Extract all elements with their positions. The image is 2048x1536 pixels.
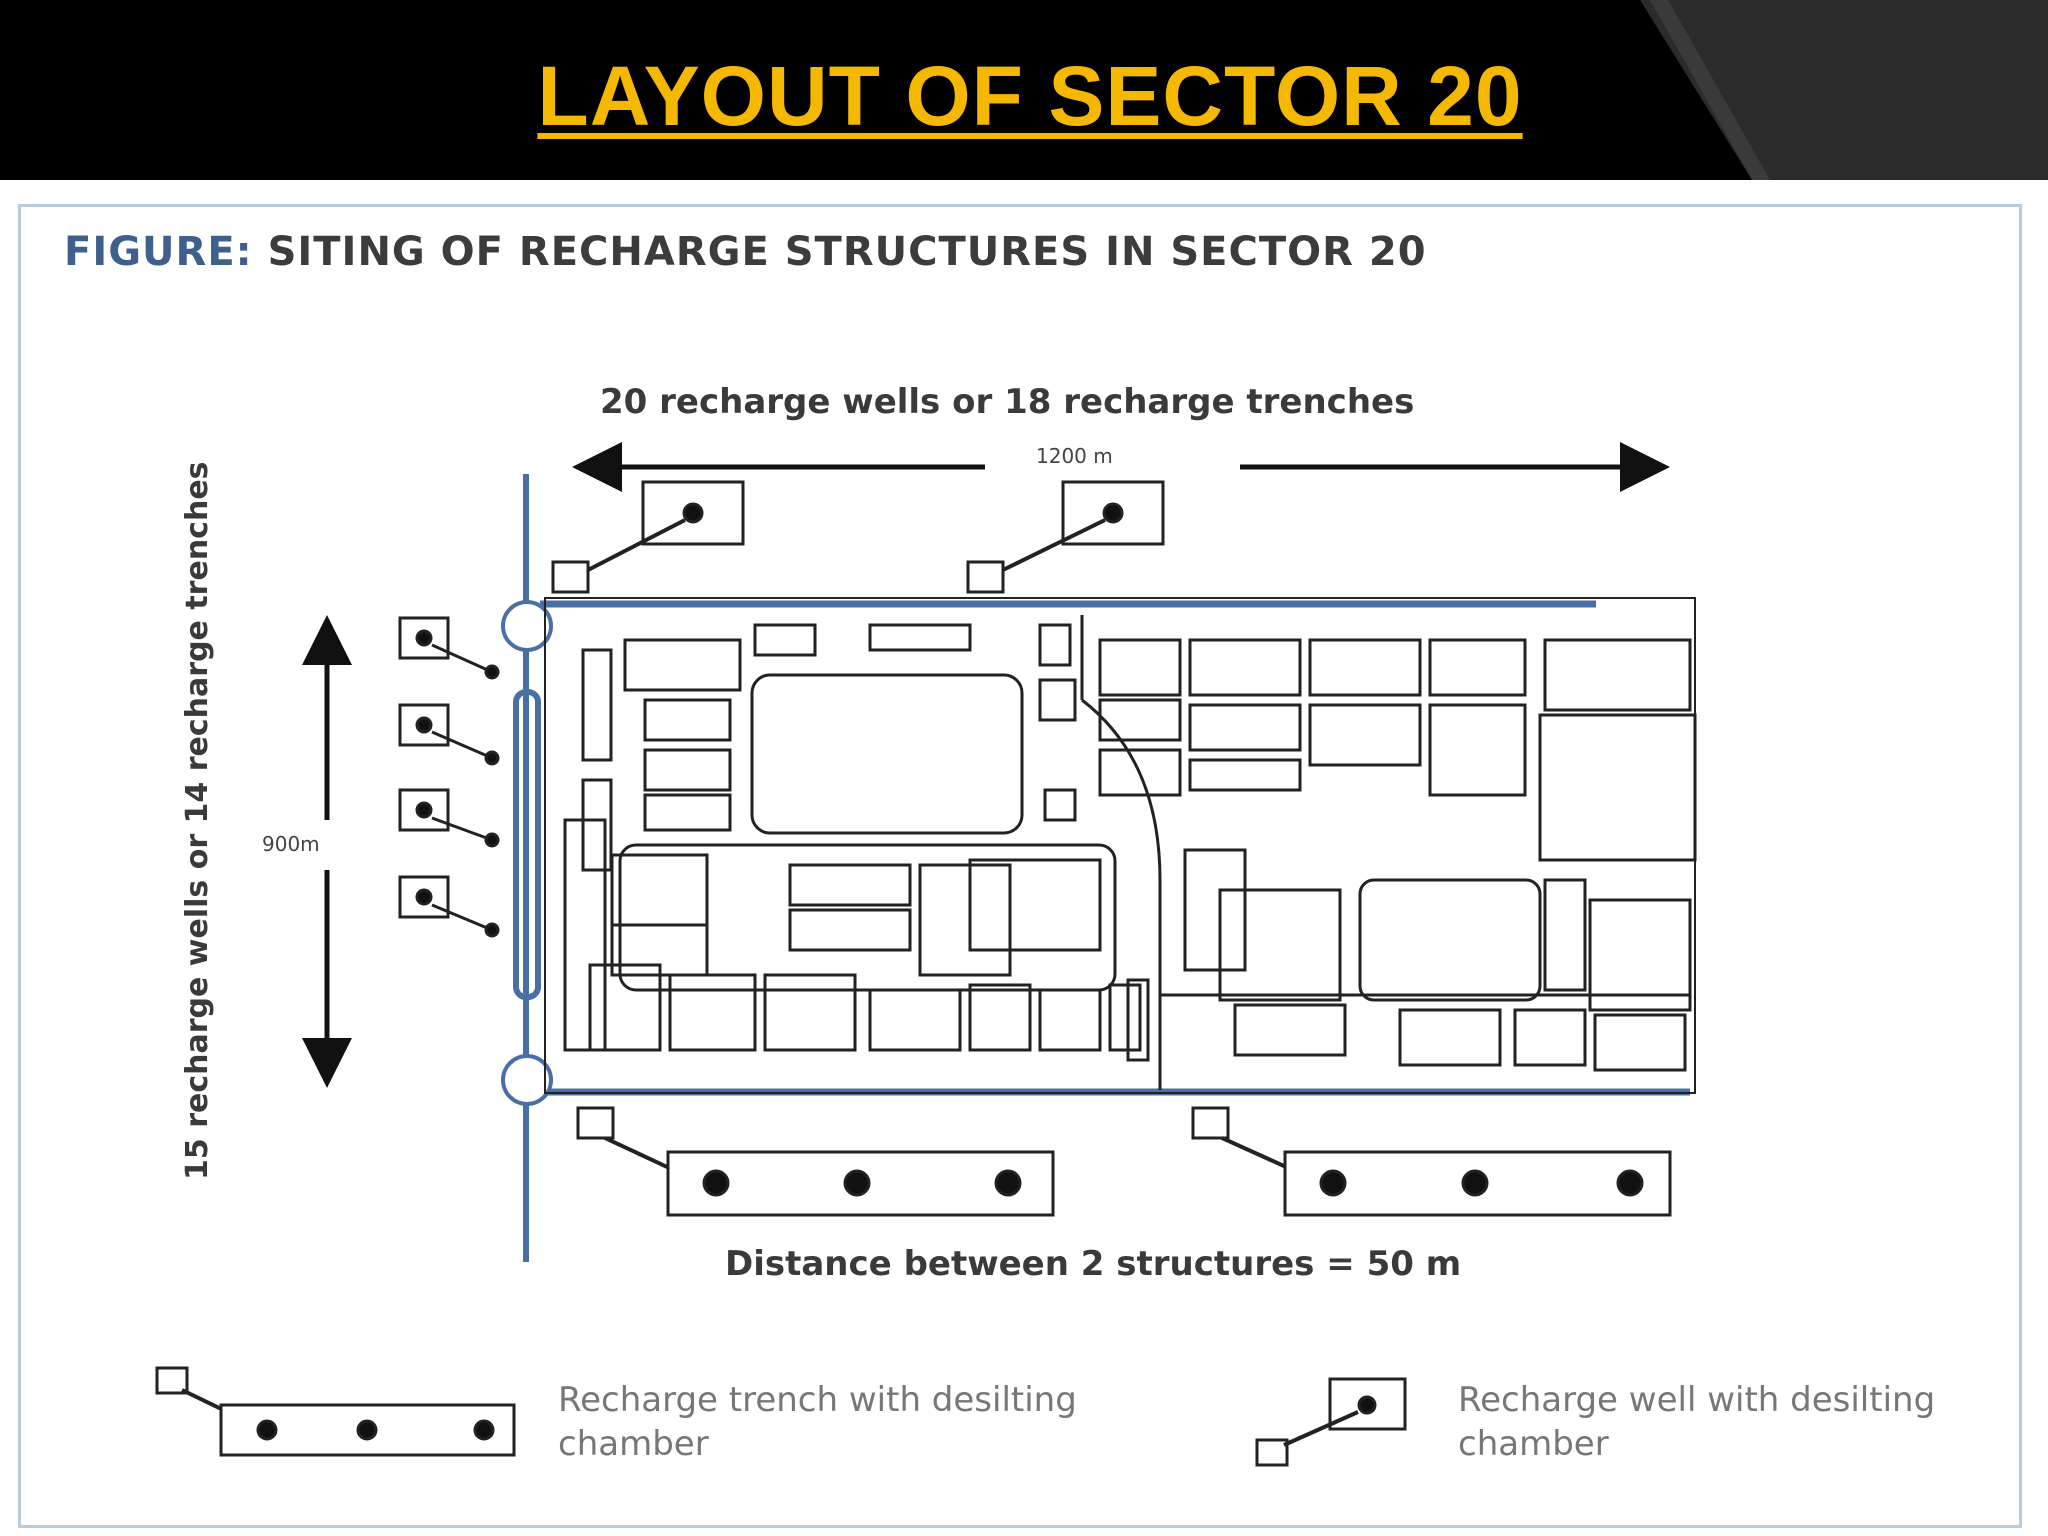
junction-circles: [501, 600, 553, 1106]
slide-title: LAYOUT OF SECTOR 20: [537, 49, 1523, 143]
height-distance-label: 900m: [262, 832, 320, 856]
legend-trench-symbol: [155, 1366, 516, 1457]
legend-well-label: Recharge well with desilting chamber: [1458, 1380, 1936, 1464]
left-recharge-wells: [398, 616, 500, 938]
legend-trench-label: Recharge trench with desilting chamber: [558, 1380, 1077, 1464]
figure-heading: FIGURE: SITING OF RECHARGE STRUCTURES IN…: [64, 224, 1427, 280]
bottom-recharge-trench-2: [1191, 1106, 1672, 1217]
top-recharge-well-1: [551, 480, 745, 594]
top-recharge-well-2: [966, 480, 1165, 594]
width-distance-label: 1200 m: [1036, 444, 1113, 468]
width-structure-label: 20 recharge wells or 18 recharge trenche…: [600, 382, 1415, 422]
sector-blocks: [544, 597, 1697, 1094]
header-slant-decoration: [1640, 0, 2048, 180]
height-structure-label: 15 recharge wells or 14 recharge trenche…: [180, 461, 215, 1180]
figure-panel: [18, 204, 2022, 1528]
structure-spacing-label: Distance between 2 structures = 50 m: [725, 1244, 1462, 1284]
slide-header: [0, 0, 2048, 180]
legend-well-symbol: [1255, 1377, 1407, 1467]
figure-heading-text: SITING OF RECHARGE STRUCTURES IN SECTOR …: [267, 229, 1427, 275]
bottom-recharge-trench-1: [576, 1106, 1055, 1217]
road-lines: [513, 474, 1690, 1262]
figure-heading-prefix: FIGURE:: [64, 229, 253, 275]
